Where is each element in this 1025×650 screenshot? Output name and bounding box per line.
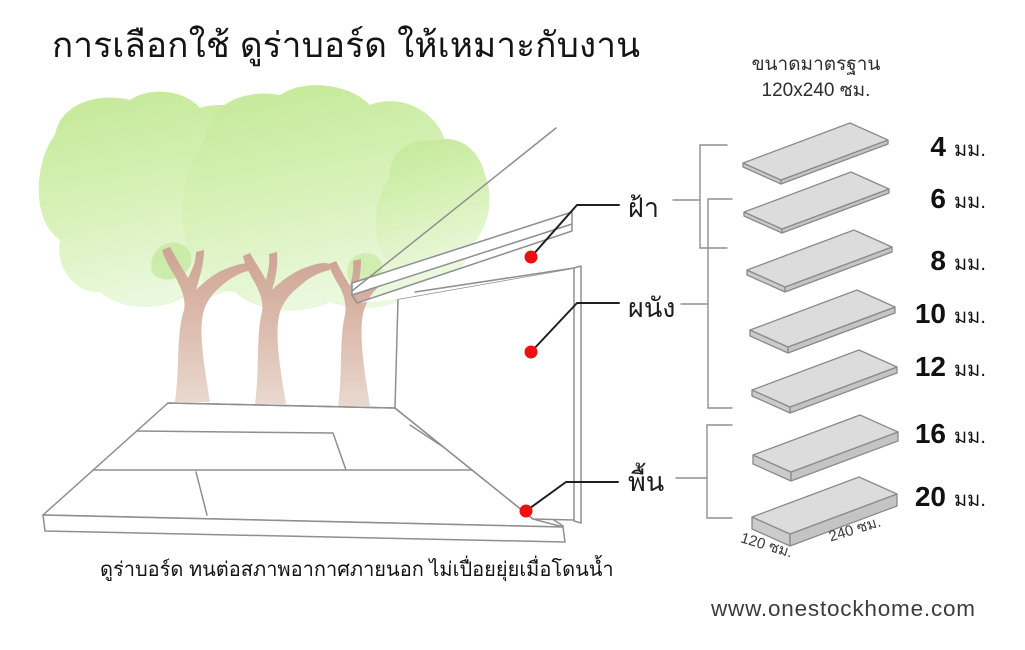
- website-url: www.onestockhome.com: [711, 596, 976, 621]
- thickness-value: 20: [914, 481, 946, 512]
- board-stack: [742, 122, 899, 547]
- thickness-label-6mm: 6 มม.: [900, 183, 1020, 217]
- ceiling-marker-dot: [524, 250, 538, 264]
- caption-text: ดูร่าบอร์ด ทนต่อสภาพอากาศภายนอก ไม่เปื่อ…: [100, 559, 614, 581]
- thickness-unit: มม.: [954, 191, 986, 213]
- tree-trunk: [162, 247, 252, 402]
- thickness-label-20mm: 20 มม.: [900, 481, 1020, 515]
- thickness-value: 16: [914, 418, 946, 449]
- thickness-value: 12: [914, 351, 946, 382]
- roof-line: [351, 127, 557, 292]
- thickness-label-8mm: 8 มม.: [900, 245, 1020, 279]
- standard-size-note: ขนาดมาตรฐาน 120x240 ซม.: [726, 52, 906, 104]
- page-title: การเลือกใช้ ดูร่าบอร์ด ให้เหมาะกับงาน: [52, 26, 641, 65]
- tree-trunk: [329, 259, 392, 406]
- tree-trunk: [243, 252, 330, 404]
- thickness-unit: มม.: [954, 426, 986, 448]
- floor-marker-dot: [519, 504, 533, 518]
- thickness-unit: มม.: [954, 489, 986, 511]
- ceiling-callout-line: [530, 204, 620, 258]
- ceiling-panel: [351, 127, 575, 304]
- group-brackets: [672, 144, 733, 519]
- tree-canopy: [375, 139, 490, 280]
- markers: [519, 250, 538, 518]
- callouts: [525, 204, 620, 512]
- standard-size-line2: 120x240 ซม.: [761, 80, 871, 102]
- board-10mm: [749, 289, 896, 354]
- thickness-label-12mm: 12 มม.: [900, 351, 1020, 385]
- thickness-value: 8: [930, 245, 946, 276]
- board-16mm: [752, 414, 899, 482]
- wall-callout-line: [530, 302, 620, 353]
- thickness-value: 6: [930, 183, 946, 214]
- thickness-unit: มม.: [954, 253, 986, 275]
- thickness-value: 4: [930, 131, 946, 162]
- thickness-label-10mm: 10 มม.: [900, 298, 1020, 332]
- standard-size-line1: ขนาดมาตรฐาน: [751, 54, 881, 75]
- trees: [38, 85, 490, 406]
- thickness-unit: มม.: [954, 306, 986, 328]
- bracket-ceiling: [699, 144, 728, 249]
- board-12mm: [751, 349, 898, 414]
- bracket-floor: [706, 424, 733, 519]
- thickness-label-4mm: 4 มม.: [900, 131, 1020, 165]
- board-20mm: [751, 476, 898, 547]
- board-8mm: [746, 229, 893, 293]
- floor-callout-line: [525, 481, 619, 512]
- board-4mm: [742, 122, 889, 185]
- thickness-value: 10: [914, 298, 946, 329]
- board-6mm: [743, 171, 890, 234]
- floor-label: พื้น: [628, 467, 665, 497]
- thickness-unit: มม.: [954, 359, 986, 381]
- bracket-wall: [707, 198, 733, 409]
- thickness-unit: มม.: [954, 139, 986, 161]
- thickness-label-16mm: 16 มม.: [900, 418, 1020, 452]
- wall-label: ผนัง: [628, 293, 676, 323]
- ceiling-label: ฝ้า: [628, 193, 659, 223]
- room-drawing: [42, 127, 582, 543]
- wall-marker-dot: [524, 345, 538, 359]
